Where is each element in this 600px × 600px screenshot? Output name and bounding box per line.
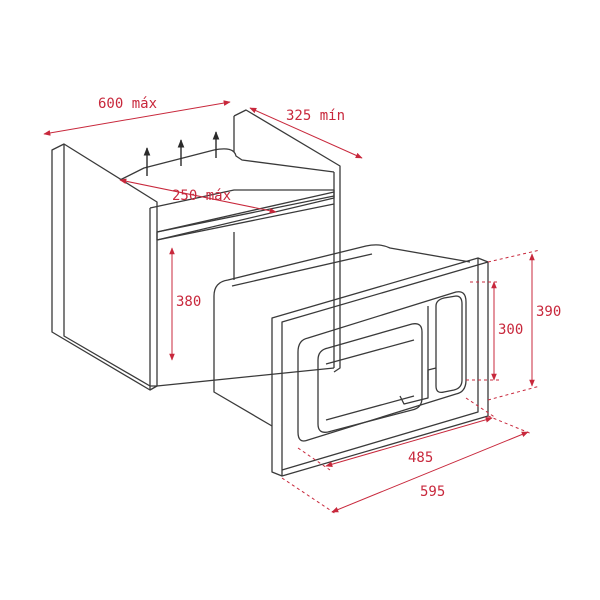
dim-ext-390-bottom bbox=[487, 385, 541, 401]
dim-ext-595-left bbox=[281, 477, 337, 515]
control-panel bbox=[435, 295, 463, 394]
dim-line-frame-width bbox=[331, 431, 529, 513]
cabinet bbox=[51, 109, 341, 391]
microwave-left-side bbox=[213, 296, 273, 427]
cabinet-left-panel-edge bbox=[63, 144, 151, 390]
frame-outer bbox=[271, 257, 489, 477]
label-cabinet-depth: 325 mín bbox=[286, 108, 345, 124]
frame-outer-edge bbox=[281, 258, 489, 476]
microwave-body bbox=[213, 244, 471, 427]
cabinet-left-panel bbox=[51, 143, 158, 391]
label-shelf-depth: 250 máx bbox=[172, 188, 231, 204]
label-frame-width: 595 bbox=[420, 484, 445, 500]
dim-line-cabinet-depth bbox=[249, 107, 363, 159]
trim-frame bbox=[271, 257, 489, 477]
dim-line-shelf-depth bbox=[119, 178, 277, 214]
label-cabinet-width: 600 máx bbox=[98, 96, 157, 112]
label-appliance-height: 300 bbox=[498, 322, 523, 338]
dim-line-cabinet-width bbox=[43, 100, 231, 136]
dim-ext-595-right bbox=[487, 415, 533, 435]
cabinet-shelf-front bbox=[156, 195, 335, 241]
microwave-inner-top bbox=[231, 253, 373, 287]
door-window bbox=[317, 323, 423, 433]
door-panel bbox=[297, 291, 467, 442]
dimension-labels: 600 máx 325 mín 250 máx 380 300 390 485 … bbox=[98, 96, 561, 500]
cabinet-back-edge bbox=[119, 148, 335, 181]
label-opening-height: 380 bbox=[176, 294, 201, 310]
dimension-lines bbox=[43, 100, 541, 515]
door-handle-step bbox=[399, 367, 437, 405]
cabinet-right-panel bbox=[233, 109, 341, 373]
dim-ext-485-left bbox=[297, 447, 331, 471]
label-appliance-width: 485 bbox=[408, 450, 433, 466]
airflow-arrows bbox=[143, 131, 220, 176]
dim-ext-485-right bbox=[465, 397, 497, 419]
cabinet-right-panel-inner bbox=[233, 116, 335, 368]
door-window-inner bbox=[325, 339, 415, 421]
microwave-top bbox=[213, 244, 471, 297]
label-frame-height: 390 bbox=[536, 304, 561, 320]
cabinet-bottom bbox=[150, 367, 335, 387]
dim-ext-390-top bbox=[487, 249, 541, 263]
